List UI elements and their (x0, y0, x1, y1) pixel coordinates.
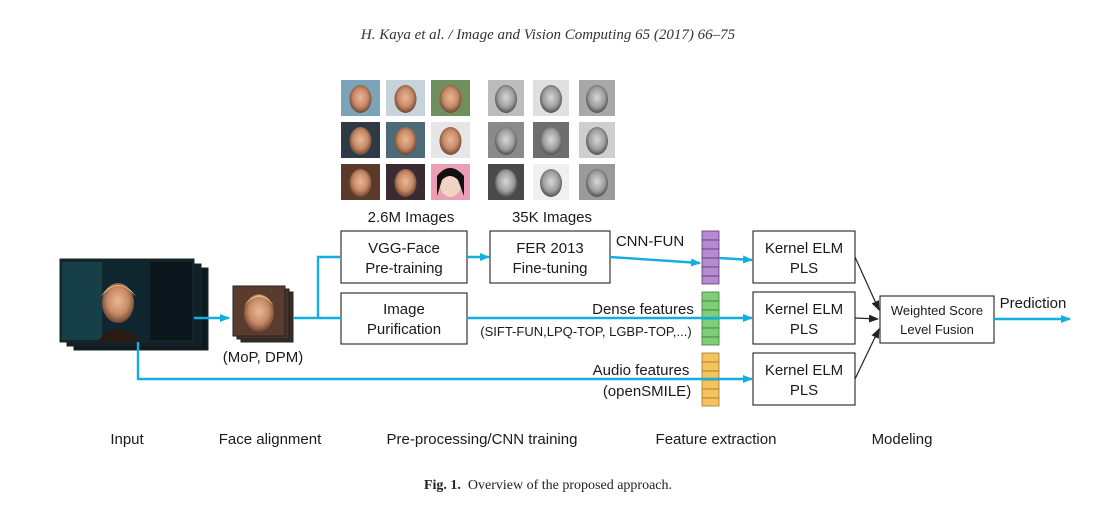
audio-features-sublabel: (openSMILE) (603, 383, 691, 400)
fer-box-line2: Fine-tuning (512, 260, 587, 277)
vgg-face-pretraining-box: VGG-Face Pre-training (340, 230, 468, 284)
elm-box-dense-line2: PLS (790, 321, 818, 338)
elm-box-cnn-line1: Kernel ELM (765, 240, 843, 257)
face-alignment-method-label: (MoP, DPM) (223, 349, 304, 366)
dense-features-label: Dense features (592, 301, 694, 318)
elm-box-dense-line1: Kernel ELM (765, 301, 843, 318)
vgg-images-caption: 2.6M Images (368, 209, 455, 226)
stage-preprocessing: Pre-processing/CNN training (387, 431, 578, 448)
fusion-box-line2: Level Fusion (900, 322, 974, 337)
vgg-face-image-grid (341, 80, 470, 200)
fer-images-caption: 35K Images (512, 209, 592, 226)
aligned-face-crops (232, 285, 294, 343)
stage-modeling: Modeling (872, 431, 933, 448)
dense-features-sublabel: (SIFT-FUN,LPQ-TOP, LGBP-TOP,...) (480, 324, 691, 339)
elm-box-audio-line1: Kernel ELM (765, 362, 843, 379)
weighted-score-fusion-box: Weighted Score Level Fusion (879, 295, 995, 344)
kernel-elm-box-dense: Kernel ELM PLS (752, 291, 856, 345)
elm-box-cnn-line2: PLS (790, 260, 818, 277)
vgg-box-line1: VGG-Face (368, 240, 440, 257)
prediction-label: Prediction (1000, 295, 1067, 312)
cnn-feature-vector (701, 230, 720, 285)
kernel-elm-box-audio: Kernel ELM PLS (752, 352, 856, 406)
fer-box-line1: FER 2013 (516, 240, 584, 257)
cnn-fun-label: CNN-FUN (616, 233, 684, 250)
input-video-frames (59, 258, 209, 351)
dense-feature-vector (701, 291, 720, 346)
purification-box-line2: Purification (367, 321, 441, 338)
figure-caption-text: Overview of the proposed approach. (467, 478, 673, 493)
approach-overview-diagram: 2.6M Images 35K Images VGG-Face Pre-trai… (59, 80, 1071, 448)
purification-box-line1: Image (383, 301, 425, 318)
kernel-elm-box-cnn: Kernel ELM PLS (752, 230, 856, 284)
running-head: H. Kaya et al. / Image and Vision Comput… (360, 27, 736, 43)
fusion-box-line1: Weighted Score (891, 303, 983, 318)
image-purification-box: Image Purification (340, 292, 468, 345)
fer-face-image-grid (488, 80, 615, 200)
elm-box-audio-line2: PLS (790, 382, 818, 399)
figure-label: Fig. 1. (423, 478, 461, 493)
stage-input: Input (110, 431, 144, 448)
stage-feature-extraction: Feature extraction (656, 431, 777, 448)
fer-finetuning-box: FER 2013 Fine-tuning (489, 230, 611, 284)
figure-caption: Fig. 1. Overview of the proposed approac… (0, 478, 1096, 494)
vgg-box-line2: Pre-training (365, 260, 443, 277)
stage-face-alignment: Face alignment (219, 431, 322, 448)
audio-features-label: Audio features (593, 362, 690, 379)
fusion-arrows (854, 256, 880, 380)
flow-connectors (136, 253, 1071, 383)
